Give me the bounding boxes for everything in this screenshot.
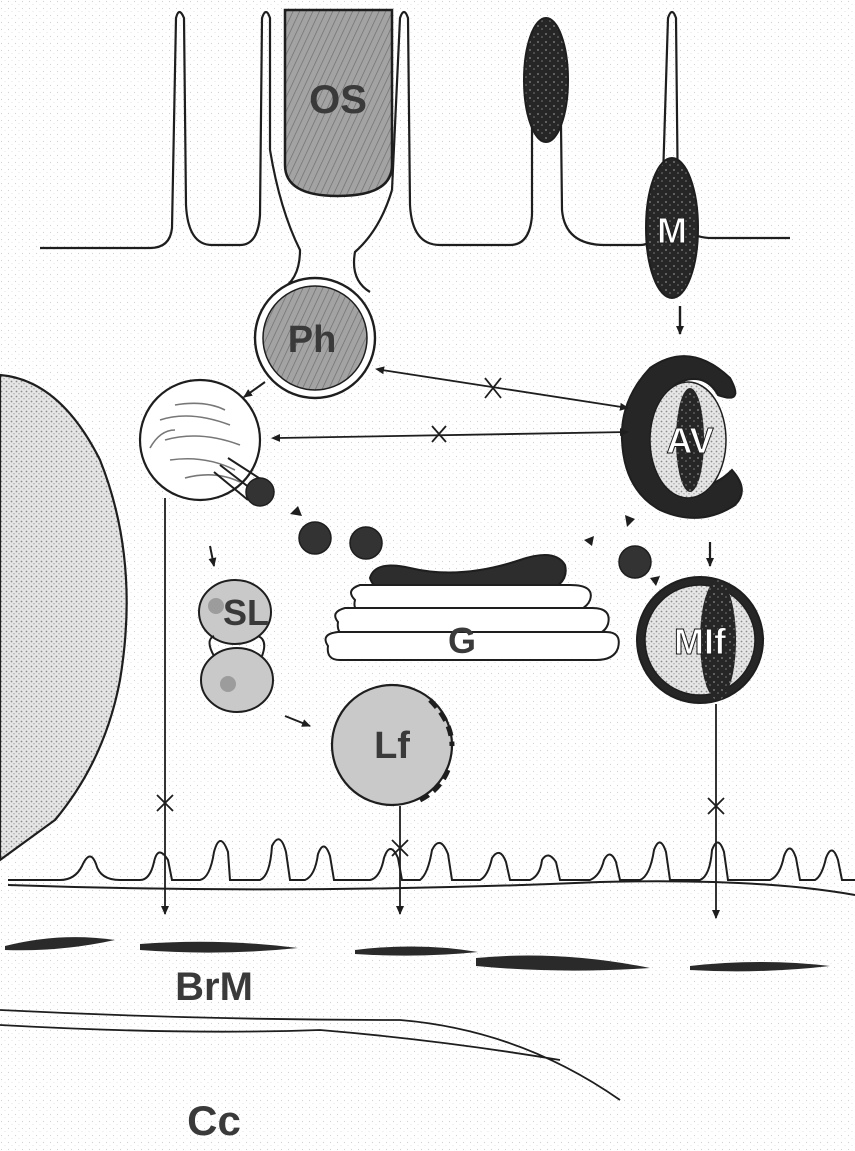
- phagosome: Ph: [255, 278, 375, 398]
- melanosome: M: [646, 158, 698, 298]
- lipofuscin-granule: Lf: [332, 685, 452, 805]
- brm-label: BrM: [175, 965, 253, 1009]
- ph-label: Ph: [288, 319, 337, 361]
- melanosome-villus: [524, 18, 568, 142]
- sl-label: SL: [223, 592, 269, 633]
- g-label: G: [448, 620, 476, 661]
- mlf-label: MIf: [674, 621, 727, 662]
- autophagic-vacuole: AV: [622, 356, 742, 518]
- lysosome-docked: [246, 478, 274, 506]
- lf-label: Lf: [374, 725, 410, 767]
- melanolipofuscin-granule: MIf: [637, 577, 763, 703]
- m-label: M: [657, 210, 687, 251]
- outer-segment: OS: [285, 10, 392, 196]
- cc-label: Cc: [187, 1097, 241, 1144]
- phagolysosome: [140, 380, 262, 500]
- os-label: OS: [309, 78, 367, 122]
- av-label: AV: [666, 420, 713, 461]
